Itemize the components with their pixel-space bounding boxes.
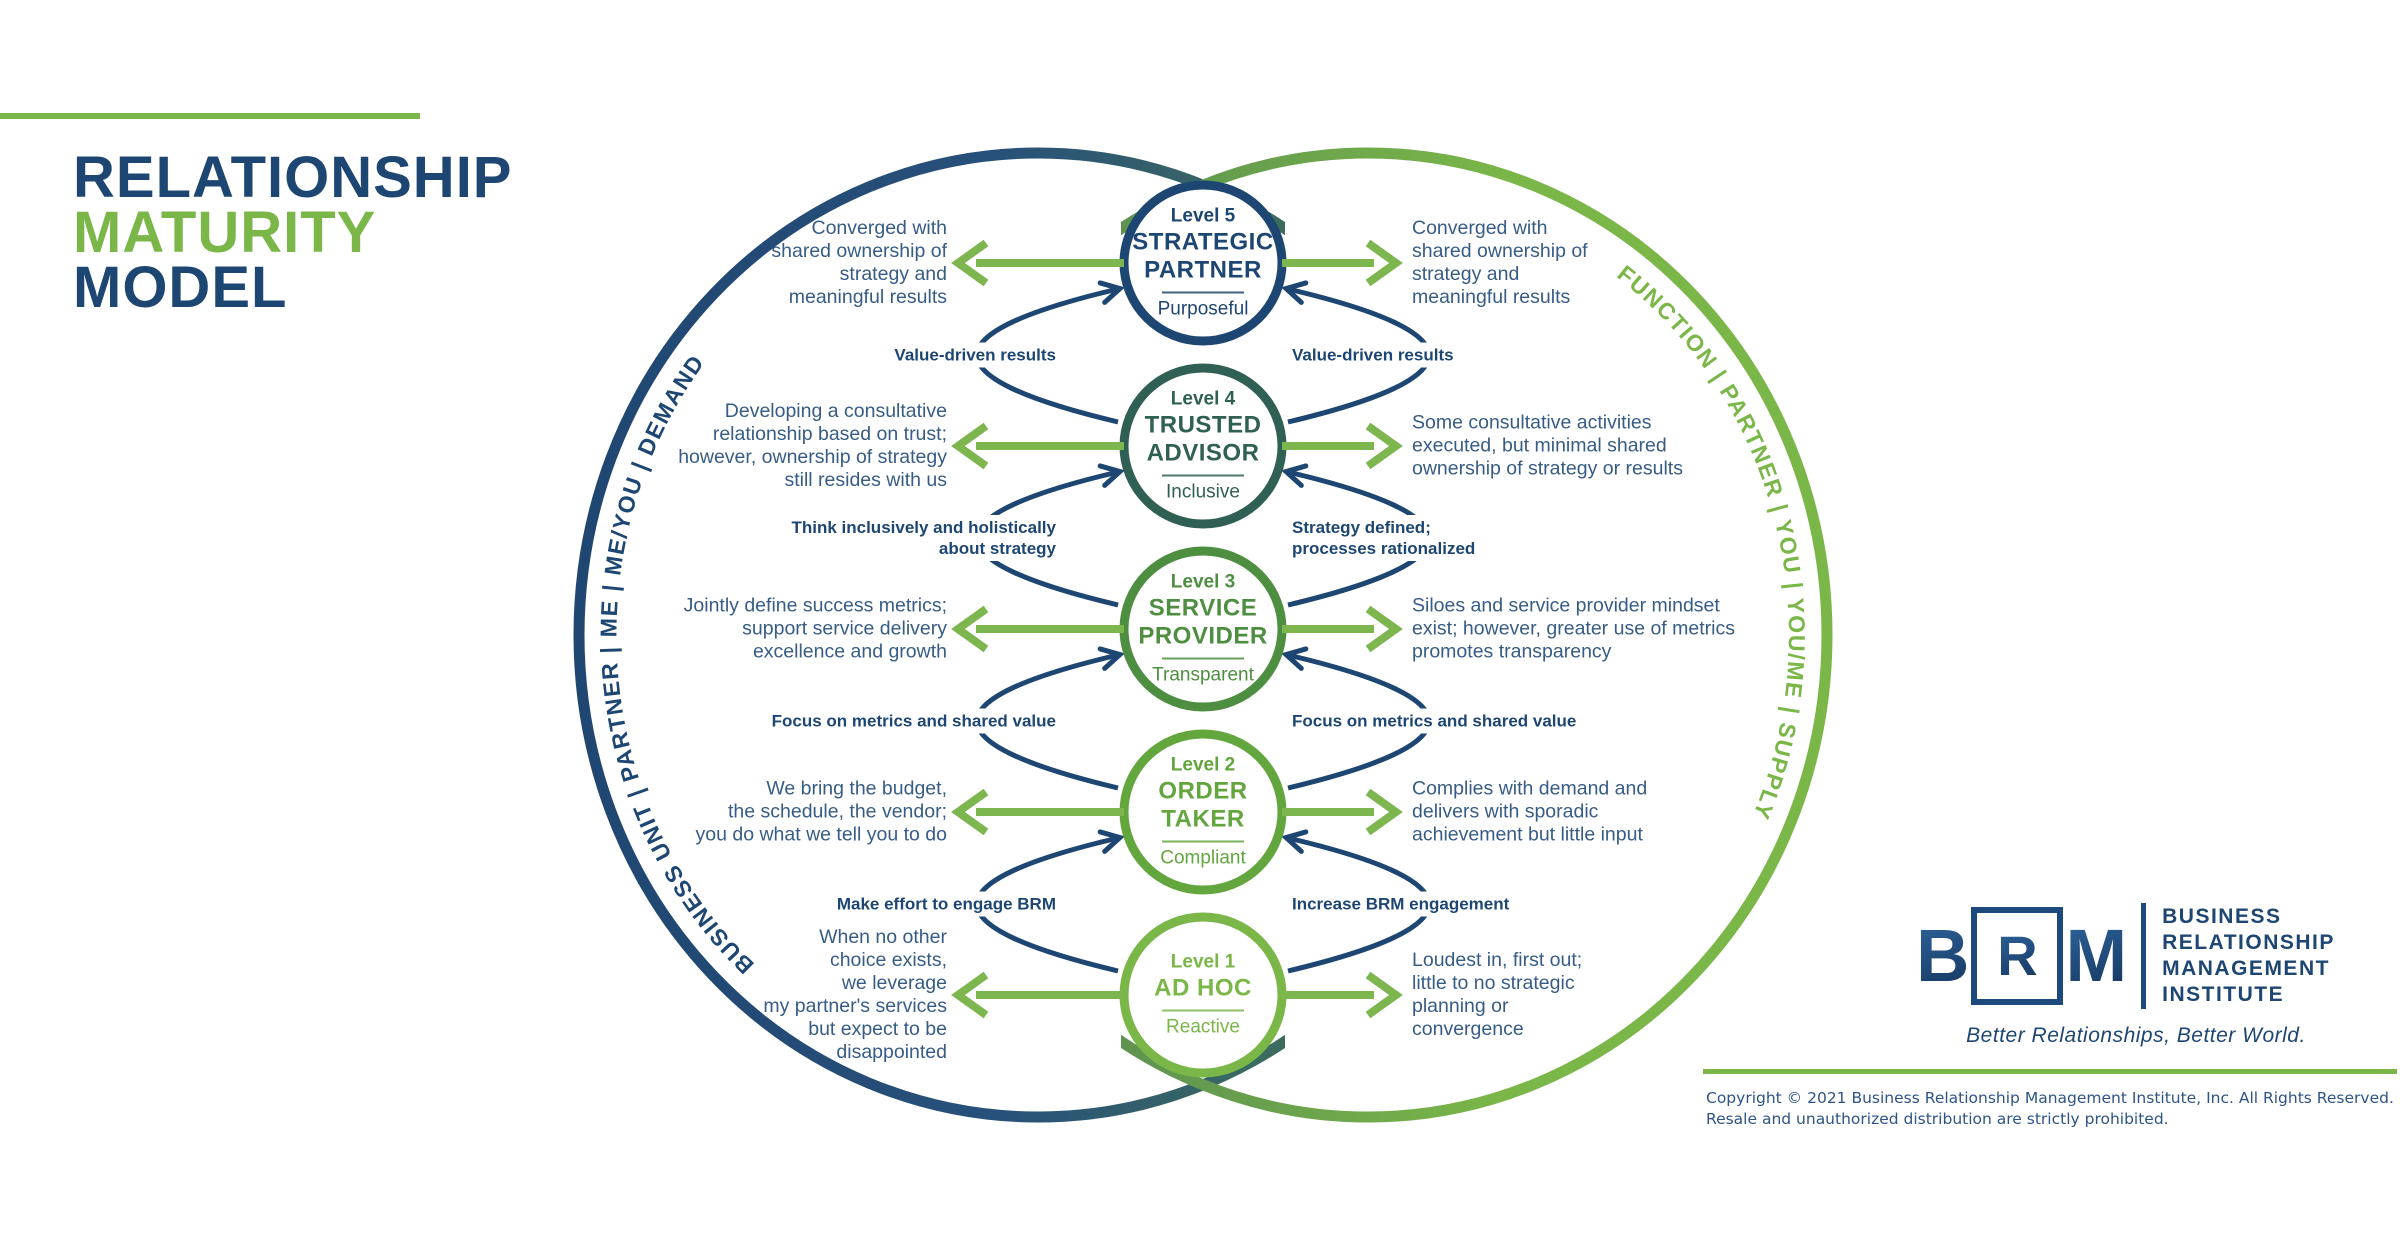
- arrow-left-level5: [951, 239, 1124, 287]
- level4-left-description: Developing a consultative relationship b…: [678, 400, 947, 491]
- logo-letter-b: B: [1916, 914, 1970, 997]
- transition-l5-l4-right-label: Value-driven results: [1289, 342, 1457, 368]
- level2-divider: [1162, 840, 1244, 843]
- level2-left-description: We bring the budget, the schedule, the v…: [695, 777, 948, 846]
- title-line-relationship: RELATIONSHIP: [73, 145, 513, 210]
- level1-right-description: Loudest in, first out; little to no stra…: [1412, 949, 1583, 1040]
- level5-content: Level 5 STRATEGIC PARTNER Purposeful: [1093, 206, 1313, 321]
- transition-l3-l2-left-label: Focus on metrics and shared value: [768, 708, 1059, 734]
- level4-right-description: Some consultative activities executed, b…: [1412, 411, 1683, 480]
- level3-divider: [1162, 657, 1244, 660]
- footer-accent-rule: [1703, 1069, 2397, 1074]
- level2-label: Level 2: [1170, 754, 1236, 776]
- level2-content: Level 2 ORDER TAKER Compliant: [1093, 755, 1313, 870]
- level4-content: Level 4 TRUSTED ADVISOR Inclusive: [1093, 389, 1313, 504]
- transition-l4-l3-left-label: Think inclusively and holistically about…: [788, 515, 1059, 561]
- logo-letter-r: R: [1997, 924, 2038, 987]
- level5-label: Level 5: [1170, 205, 1236, 227]
- level4-label: Level 4: [1170, 388, 1236, 410]
- transition-l3-l2-right-label: Focus on metrics and shared value: [1289, 708, 1580, 734]
- right-ring-label: FUNCTION | PARTNER | YOU | YOU/ME | SUPP…: [1613, 260, 1810, 824]
- transition-l2-l1-right-label: Increase BRM engagement: [1289, 891, 1513, 917]
- arrow-right-level5: [1282, 239, 1403, 287]
- level3-trait: Transparent: [1152, 664, 1254, 686]
- arrow-right-level2: [1282, 788, 1403, 836]
- arrow-right-level4: [1282, 422, 1403, 470]
- level5-divider: [1162, 291, 1244, 294]
- level4-name: TRUSTED ADVISOR: [1144, 411, 1262, 467]
- level5-left-description: Converged with shared ownership of strat…: [771, 217, 947, 308]
- arrow-left-level2: [951, 788, 1124, 836]
- level1-content: Level 1 AD HOC Reactive: [1093, 952, 1313, 1039]
- arrow-left-level1: [951, 971, 1124, 1019]
- level1-label: Level 1: [1170, 951, 1236, 973]
- arrow-right-level1: [1282, 971, 1403, 1019]
- green-arrows: [951, 239, 1403, 1019]
- level5-trait: Purposeful: [1157, 298, 1249, 320]
- business-unit-ellipse: [573, 147, 1285, 1123]
- function-ellipse: [1121, 147, 1833, 1123]
- level1-name: AD HOC: [1154, 974, 1252, 1002]
- title-line-maturity: MATURITY: [73, 200, 377, 265]
- logo-r-box: R: [1971, 907, 2064, 1005]
- title-line-model: MODEL: [73, 255, 288, 320]
- level1-trait: Reactive: [1166, 1016, 1240, 1038]
- level2-trait: Compliant: [1160, 847, 1246, 869]
- level5-right-description: Converged with shared ownership of strat…: [1412, 217, 1588, 308]
- level2-right-description: Complies with demand and delivers with s…: [1412, 777, 1648, 846]
- logo-letter-m: M: [2065, 914, 2128, 997]
- transition-l2-l1-left-label: Make effort to engage BRM: [833, 891, 1059, 917]
- arrow-left-level3: [951, 605, 1124, 653]
- page-title: RELATIONSHIP MATURITY MODEL: [73, 145, 513, 320]
- level4-divider: [1162, 474, 1244, 477]
- level1-left-description: When no other choice exists, we leverage…: [763, 926, 947, 1063]
- level1-divider: [1162, 1009, 1244, 1012]
- level2-name: ORDER TAKER: [1158, 777, 1248, 833]
- arrow-left-level4: [951, 422, 1124, 470]
- brm-logo: B R M BUSINESS RELATIONSHIP MANAGEMENT I…: [1916, 903, 2335, 1009]
- transition-l5-l4-left-label: Value-driven results: [891, 342, 1059, 368]
- level3-name: SERVICE PROVIDER: [1138, 594, 1268, 650]
- logo-divider-bar: [2141, 903, 2147, 1009]
- logo-tagline: Better Relationships, Better World.: [1966, 1024, 2306, 1047]
- level3-content: Level 3 SERVICE PROVIDER Transparent: [1093, 572, 1313, 687]
- level4-trait: Inclusive: [1166, 481, 1240, 503]
- title-accent-rule: [0, 113, 420, 119]
- arrow-right-level3: [1282, 605, 1403, 653]
- level5-name: STRATEGIC PARTNER: [1132, 228, 1274, 284]
- logo-org-name: BUSINESS RELATIONSHIP MANAGEMENT INSTITU…: [2162, 905, 2335, 1006]
- level3-left-description: Jointly define success metrics; support …: [683, 594, 947, 663]
- level3-right-description: Siloes and service provider mindset exis…: [1412, 594, 1735, 663]
- copyright-notice: Copyright © 2021 Business Relationship M…: [1706, 1089, 2394, 1128]
- transition-l4-l3-right-label: Strategy defined; processes rationalized: [1289, 515, 1479, 561]
- level3-label: Level 3: [1170, 571, 1236, 593]
